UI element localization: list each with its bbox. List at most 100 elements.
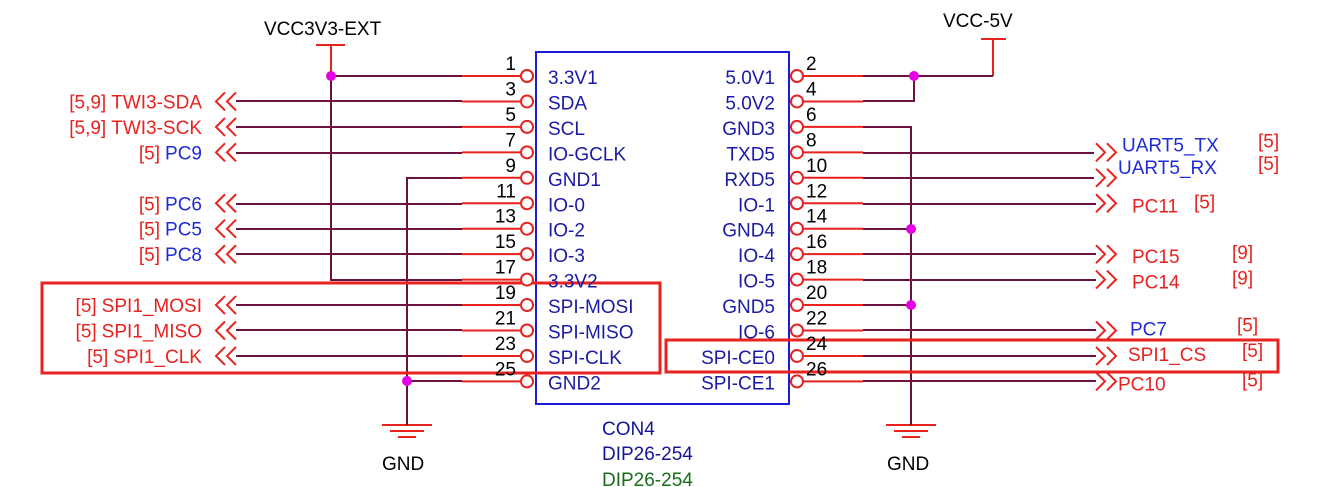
net-layer: [5,9]TWI3-SDA [5,9]TWI3-SCK [5]PC9 [5]PC6 [5… — [69, 91, 1279, 395]
net-label: PC7 — [1130, 320, 1167, 341]
net-port-left: [5]SPI1_CLK — [87, 346, 237, 368]
net-label: PC15 — [1132, 247, 1180, 268]
pin-circle — [520, 272, 534, 287]
pin-circle — [520, 323, 534, 338]
pin-name: SPI-MOSI — [548, 297, 634, 318]
vcc5v-label: VCC-5V — [943, 11, 1013, 32]
net-label: [5]PC9 — [139, 143, 202, 164]
pin-number: 26 — [806, 359, 827, 380]
net-port-left: [5,9]TWI3-SCK — [69, 117, 237, 139]
net-ref: [5] — [1237, 316, 1258, 337]
net-label: UART5_RX — [1118, 158, 1217, 179]
pin-number: 15 — [495, 232, 516, 253]
net-ref: [9] — [1232, 269, 1253, 290]
pin-circle — [790, 323, 804, 338]
pin-number: 21 — [495, 309, 516, 330]
pin-circle — [520, 94, 534, 109]
pin-name: IO-0 — [548, 195, 585, 216]
pin-layer: 13.3V13SDA5SCL7IO-GCLK9GND111IO-013IO-21… — [462, 54, 863, 394]
pin-number: 7 — [505, 130, 516, 151]
net-ref: [5] — [1258, 154, 1279, 175]
net-port-right: UART5_TX[5] — [1095, 131, 1279, 163]
pin-number: 14 — [806, 207, 828, 228]
pin-name: GND4 — [722, 221, 775, 242]
net-port-left: [5]SPI1_MISO — [76, 320, 237, 343]
net-port-left: [5]SPI1_MOSI — [76, 295, 237, 317]
net-label: UART5_TX — [1122, 135, 1219, 156]
pin-name: 3.3V1 — [548, 68, 598, 89]
pin-name: IO-4 — [738, 246, 775, 267]
pin-number: 10 — [806, 156, 827, 177]
pin-circle — [520, 119, 534, 134]
net-label: [5]SPI1_MOSI — [76, 296, 202, 317]
spi-left-group-box — [40, 281, 662, 375]
connector-body — [535, 51, 790, 405]
component-footprint: DIP26-254 — [602, 470, 693, 487]
pin-number: 12 — [806, 181, 827, 202]
pin-circle — [520, 69, 534, 83]
net-wires — [236, 75, 1096, 425]
component-name: CON4 — [602, 419, 655, 440]
net-label: [5,9]TWI3-SCK — [69, 118, 202, 139]
pin-circle — [520, 247, 534, 262]
pin-number: 25 — [495, 359, 516, 380]
gnd-right-symbol — [886, 424, 936, 438]
component-value: DIP26-254 — [602, 444, 693, 465]
net-label: [5,9]TWI3-SDA — [69, 92, 202, 113]
pin-circle — [790, 247, 804, 262]
net-ref: [9] — [1232, 243, 1253, 264]
pin-name: TXD5 — [726, 144, 775, 165]
pin-number: 20 — [806, 283, 827, 304]
pin-name: IO-3 — [548, 246, 585, 267]
net-ref: [5] — [1242, 370, 1263, 391]
net-port-left: [5]PC9 — [139, 142, 237, 164]
pin-name: IO-2 — [548, 221, 585, 242]
net-port-right: PC15 [9] — [1095, 243, 1253, 268]
pin-name: GND2 — [548, 373, 601, 394]
pin-circle — [790, 298, 804, 313]
net-port-right: SPI1_CS[5] — [1095, 341, 1263, 366]
pin-number: 18 — [806, 258, 827, 279]
pin-circle — [790, 170, 804, 185]
gnd-right-label: GND — [887, 454, 929, 475]
pin-circle — [520, 374, 534, 389]
net-label: [5]PC8 — [139, 245, 202, 266]
pin-number: 19 — [495, 283, 516, 304]
net-label: SPI1_CS — [1128, 345, 1206, 366]
pin-name: SPI-CE0 — [701, 348, 775, 369]
pin-name: SPI-CLK — [548, 348, 622, 369]
pin-circle — [520, 196, 534, 211]
pin-number: 1 — [505, 54, 516, 75]
pin-name: 5.0V2 — [725, 93, 775, 114]
pin-name: IO-1 — [738, 195, 775, 216]
pin-name: IO-5 — [738, 272, 775, 293]
pin-number: 24 — [806, 334, 828, 355]
pin-name: GND3 — [722, 119, 775, 140]
net-label: PC10 — [1118, 374, 1166, 395]
pin-number: 3 — [505, 79, 516, 100]
gnd-left-symbol — [382, 424, 432, 438]
net-port-right: PC10 [5] — [1095, 370, 1263, 395]
pin-circle — [790, 272, 804, 287]
net-label: [5]SPI1_CLK — [87, 347, 202, 368]
net-label: [5]PC5 — [139, 220, 202, 241]
pin-name: SPI-CE1 — [701, 373, 775, 394]
pin-name: RXD5 — [724, 170, 775, 191]
pin-circle — [790, 145, 804, 160]
vcc3v3-label: VCC3V3-EXT — [264, 19, 382, 40]
pin-circle — [790, 196, 804, 211]
pin-name: SDA — [548, 93, 587, 114]
pin-circle — [520, 298, 534, 313]
pin-number: 5 — [505, 105, 516, 126]
pin-circle — [520, 145, 534, 160]
pin-number: 9 — [505, 156, 516, 177]
pin-name: GND5 — [722, 297, 775, 318]
pin-name: 3.3V2 — [548, 272, 598, 293]
pin-number: 11 — [496, 181, 516, 202]
net-port-left: [5]PC6 — [139, 193, 237, 215]
pin-circle — [790, 94, 804, 109]
pin-number: 13 — [495, 207, 516, 228]
pin-number: 16 — [806, 232, 827, 253]
net-label: PC14 — [1132, 273, 1180, 294]
net-port-right: PC7 [5] — [1095, 316, 1258, 341]
